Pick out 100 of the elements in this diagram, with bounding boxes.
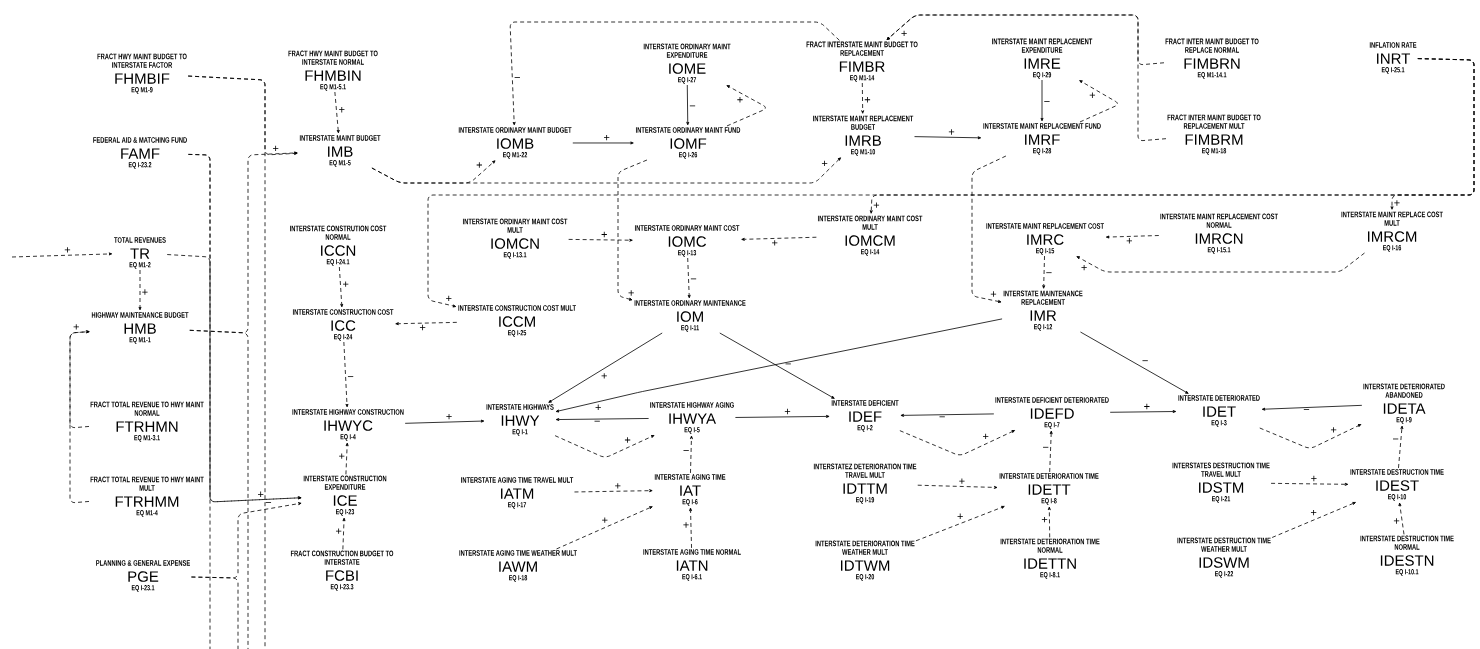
arrow: [404, 419, 485, 424]
polarity-sign: +: [957, 513, 963, 519]
arrow: [900, 413, 995, 417]
polarity-sign: +: [446, 414, 452, 420]
polarity-sign: +: [784, 408, 791, 415]
polarity-sign: +: [772, 240, 778, 246]
arrow: [971, 155, 1007, 303]
arrow: [572, 141, 634, 145]
arrow: [886, 14, 1167, 141]
arrow: [1271, 502, 1356, 538]
arrow: [509, 21, 840, 126]
arrow: [427, 58, 1475, 308]
arrow: [1398, 425, 1404, 469]
polarity-sign: +: [1310, 509, 1317, 516]
polarity-sign: −: [1303, 409, 1310, 410]
polarity-sign: +: [142, 289, 148, 295]
polarity-sign: +: [1081, 264, 1087, 271]
arrow: [574, 489, 653, 493]
polarity-sign: +: [990, 291, 997, 297]
arrow: [1109, 410, 1177, 413]
polarity-sign: +: [601, 373, 607, 379]
arrow: [861, 82, 865, 114]
polarity-sign: −: [1046, 272, 1052, 274]
polarity-sign: −: [1392, 438, 1399, 440]
polarity-sign: −: [347, 376, 354, 378]
polarity-sign: +: [983, 433, 989, 440]
polarity-sign: +: [446, 295, 452, 302]
polarity-sign: +: [339, 453, 345, 459]
arrow: [741, 236, 817, 241]
polarity-sign: −: [689, 105, 696, 107]
polarity-sign: −: [594, 420, 600, 422]
polarity-sign: +: [1330, 427, 1337, 433]
polarity-sign: −: [785, 363, 791, 365]
polarity-sign: +: [336, 528, 342, 534]
arrow: [1076, 252, 1365, 273]
polarity-sign: +: [258, 491, 264, 497]
connector-line: [187, 154, 211, 649]
arrow: [345, 442, 349, 475]
arrow: [342, 517, 346, 550]
arrow: [138, 269, 142, 311]
arrow: [555, 418, 649, 421]
arrow: [334, 91, 340, 134]
arrow: [899, 430, 1015, 456]
arrow: [726, 85, 766, 127]
arrow: [568, 238, 633, 242]
arrow: [917, 484, 998, 489]
arrow: [719, 332, 835, 399]
polarity-sign: +: [343, 281, 349, 287]
arrow: [69, 330, 90, 428]
polarity-sign: +: [419, 324, 426, 331]
polarity-sign: +: [683, 522, 689, 528]
arrow: [1040, 79, 1044, 122]
polarity-sign: +: [624, 437, 631, 443]
arrow: [1080, 331, 1189, 394]
polarity-sign: −: [1043, 446, 1049, 448]
arrow: [687, 257, 691, 299]
polarity-sign: −: [514, 77, 520, 78]
polarity-sign: +: [821, 160, 828, 167]
polarity-sign: +: [737, 97, 743, 103]
polarity-sign: +: [615, 483, 621, 489]
arrow: [689, 435, 693, 474]
polarity-sign: +: [864, 97, 871, 103]
arrow: [69, 330, 90, 503]
arrow: [1047, 506, 1051, 538]
connector-line: [191, 576, 239, 649]
polarity-sign: −: [690, 278, 697, 280]
arrow: [1259, 424, 1362, 449]
polarity-sign: +: [73, 324, 79, 330]
arrow: [735, 414, 830, 418]
polarity-sign: +: [1144, 403, 1150, 410]
arrow: [1261, 404, 1363, 411]
arrow: [338, 266, 344, 308]
arrow: [686, 84, 690, 126]
arrow: [1079, 80, 1118, 123]
connector-line: [189, 329, 249, 649]
polarity-sign: +: [1311, 475, 1317, 482]
arrow: [915, 505, 1005, 542]
polarity-sign: +: [1126, 238, 1132, 244]
polarity-sign: +: [1089, 92, 1096, 98]
arrow: [556, 506, 653, 550]
arrow: [1042, 255, 1046, 289]
polarity-sign: +: [628, 290, 634, 296]
polarity-sign: +: [273, 145, 279, 152]
polarity-sign: −: [1142, 360, 1148, 362]
arrow: [1398, 502, 1405, 535]
arrow: [914, 136, 982, 140]
polarity-sign: −: [939, 416, 945, 418]
polarity-sign: +: [948, 129, 955, 135]
arrow: [1270, 482, 1349, 486]
polarity-sign: +: [601, 231, 607, 238]
arrow: [548, 332, 663, 403]
arrow: [166, 254, 302, 503]
polarity-sign: +: [64, 247, 71, 253]
polarity-sign: −: [683, 450, 689, 451]
polarity-sign: +: [604, 134, 610, 141]
arrow: [11, 252, 113, 258]
arrow: [617, 159, 648, 301]
polarity-sign: +: [901, 30, 907, 36]
arrow: [555, 318, 1003, 413]
arrow: [1049, 430, 1053, 473]
